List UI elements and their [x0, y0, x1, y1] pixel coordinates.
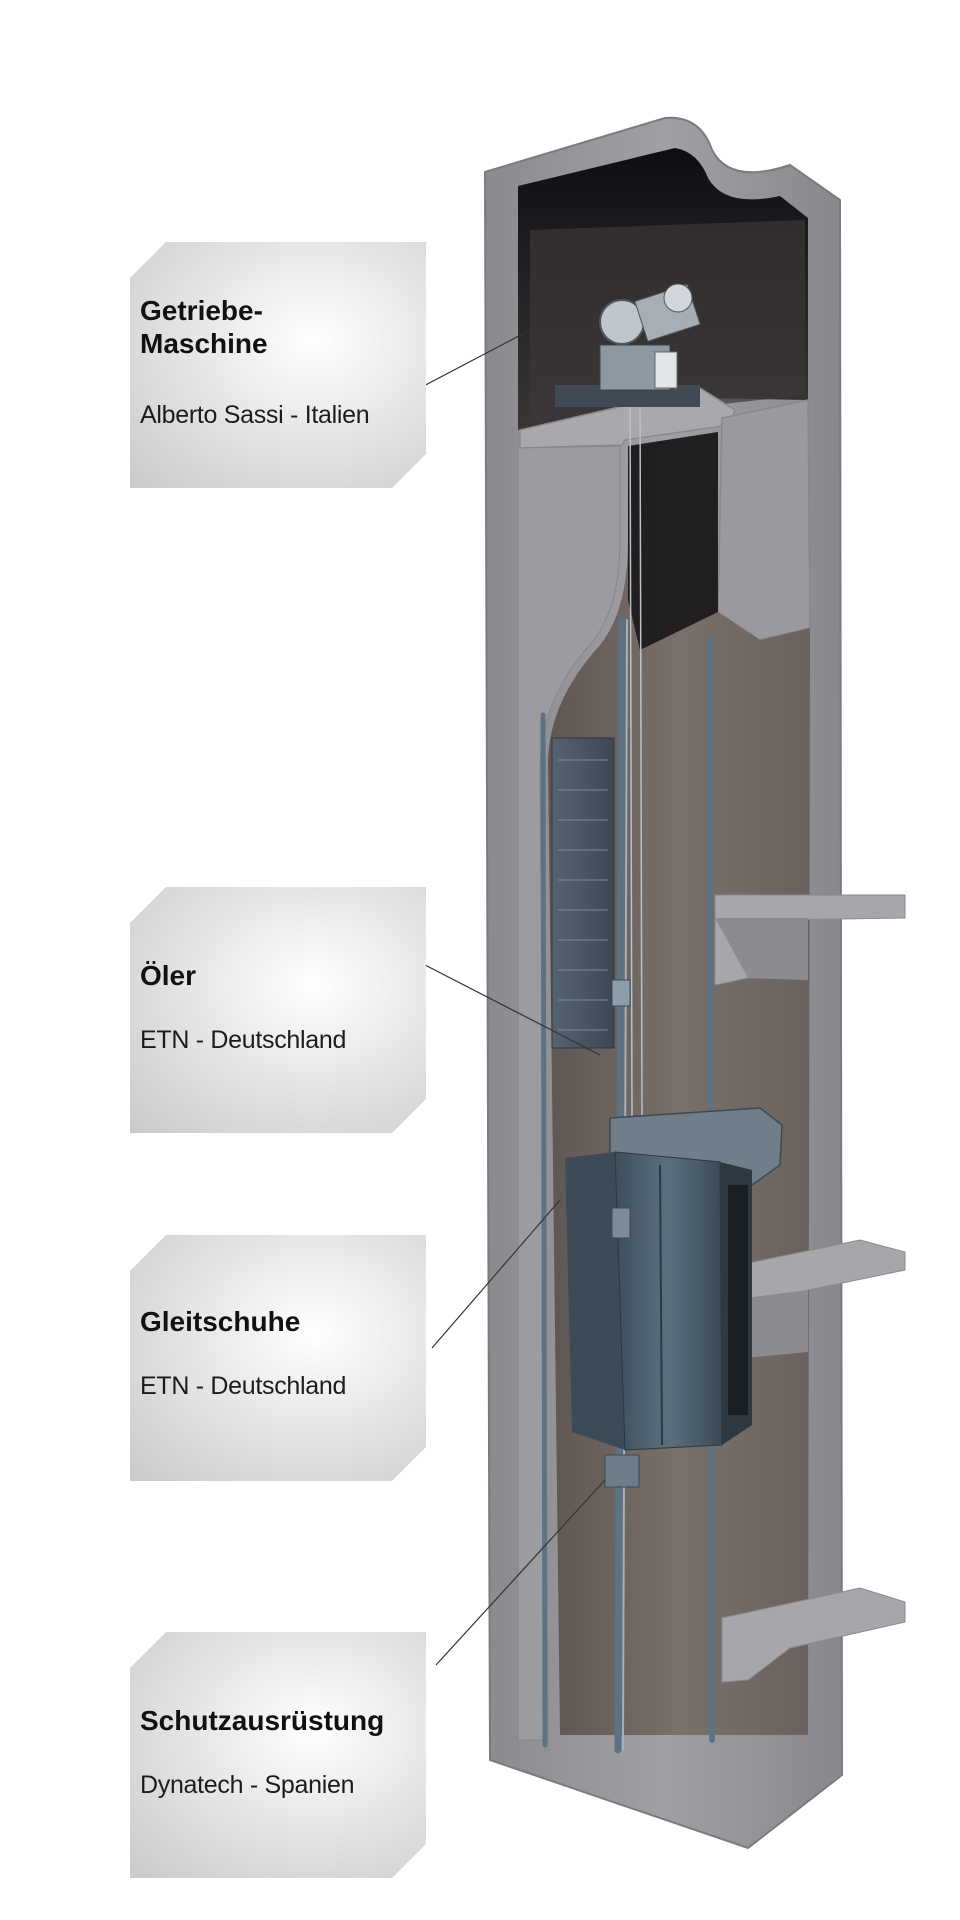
- counterweight: [551, 737, 615, 1049]
- gear-machine: [555, 283, 701, 407]
- hoist-ropes: [629, 389, 643, 1121]
- callout-subtitle: ETN - Deutschland: [140, 1372, 347, 1400]
- callout-title: Getriebe- Maschine: [140, 295, 268, 359]
- callout-gear-machine: Getriebe- Maschine Alberto Sassi - Itali…: [130, 242, 426, 488]
- leader-line-oiler: [424, 964, 601, 1056]
- leader-line-machine: [415, 307, 573, 391]
- landing-ledges: [714, 894, 906, 1683]
- elevator-car: [565, 1151, 752, 1451]
- callout-title: Schutzausrüstung: [140, 1705, 385, 1736]
- oiler: [611, 979, 631, 1007]
- leader-lines: [415, 307, 606, 1666]
- leader-line-safety-gear: [435, 1479, 606, 1666]
- leader-line-guide-shoes: [431, 1199, 561, 1349]
- callout-title: Öler: [140, 960, 197, 991]
- callout-subtitle: Alberto Sassi - Italien: [140, 401, 370, 429]
- safety-gear: [604, 1454, 640, 1488]
- callout-subtitle: Dynatech - Spanien: [140, 1771, 355, 1799]
- callout-guide-shoes: Gleitschuhe ETN - Deutschland: [130, 1235, 426, 1481]
- shaft-shadow: [628, 432, 718, 650]
- callout-title: Gleitschuhe: [140, 1306, 301, 1337]
- callout-safety-gear: Schutzausrüstung Dynatech - Spanien: [130, 1632, 426, 1878]
- guide-shoe: [611, 1207, 631, 1239]
- callout-oiler: Öler ETN - Deutschland: [130, 887, 426, 1133]
- machine-room-support-block: [717, 399, 811, 641]
- callout-subtitle: ETN - Deutschland: [140, 1026, 347, 1054]
